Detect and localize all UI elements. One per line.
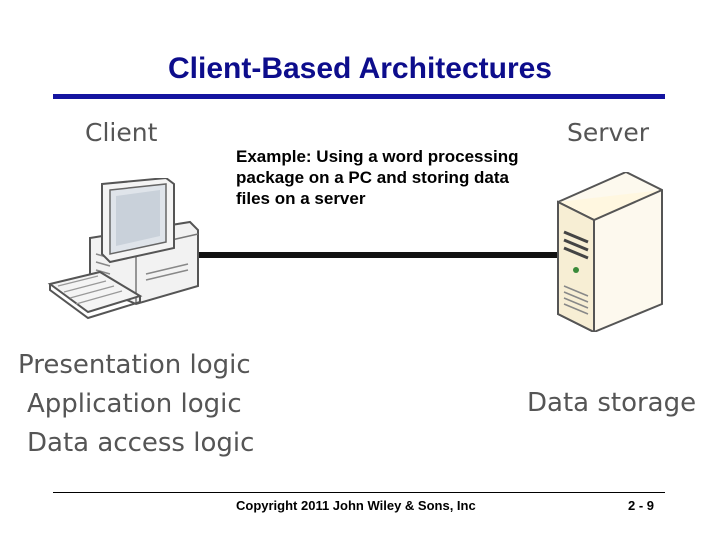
footer-divider bbox=[53, 492, 665, 493]
page-number: 2 - 9 bbox=[628, 498, 655, 513]
application-logic-label: Application logic bbox=[27, 389, 242, 419]
data-access-logic-label: Data access logic bbox=[27, 428, 255, 458]
data-storage-label: Data storage bbox=[527, 388, 697, 418]
copyright-footer: Copyright 2011 John Wiley & Sons, Inc bbox=[236, 498, 476, 513]
desktop-computer-icon bbox=[47, 178, 199, 320]
client-logic-list: Presentation logic Application logic Dat… bbox=[18, 346, 254, 463]
server-label: Server bbox=[567, 118, 649, 147]
title-underline bbox=[53, 94, 665, 99]
network-connection-line bbox=[196, 252, 568, 258]
server-tower-icon bbox=[557, 172, 663, 332]
slide-title: Client-Based Architectures bbox=[168, 52, 552, 85]
client-label: Client bbox=[85, 118, 158, 147]
example-text: Example: Using a word processing package… bbox=[236, 147, 519, 208]
presentation-logic-label: Presentation logic bbox=[18, 350, 251, 380]
